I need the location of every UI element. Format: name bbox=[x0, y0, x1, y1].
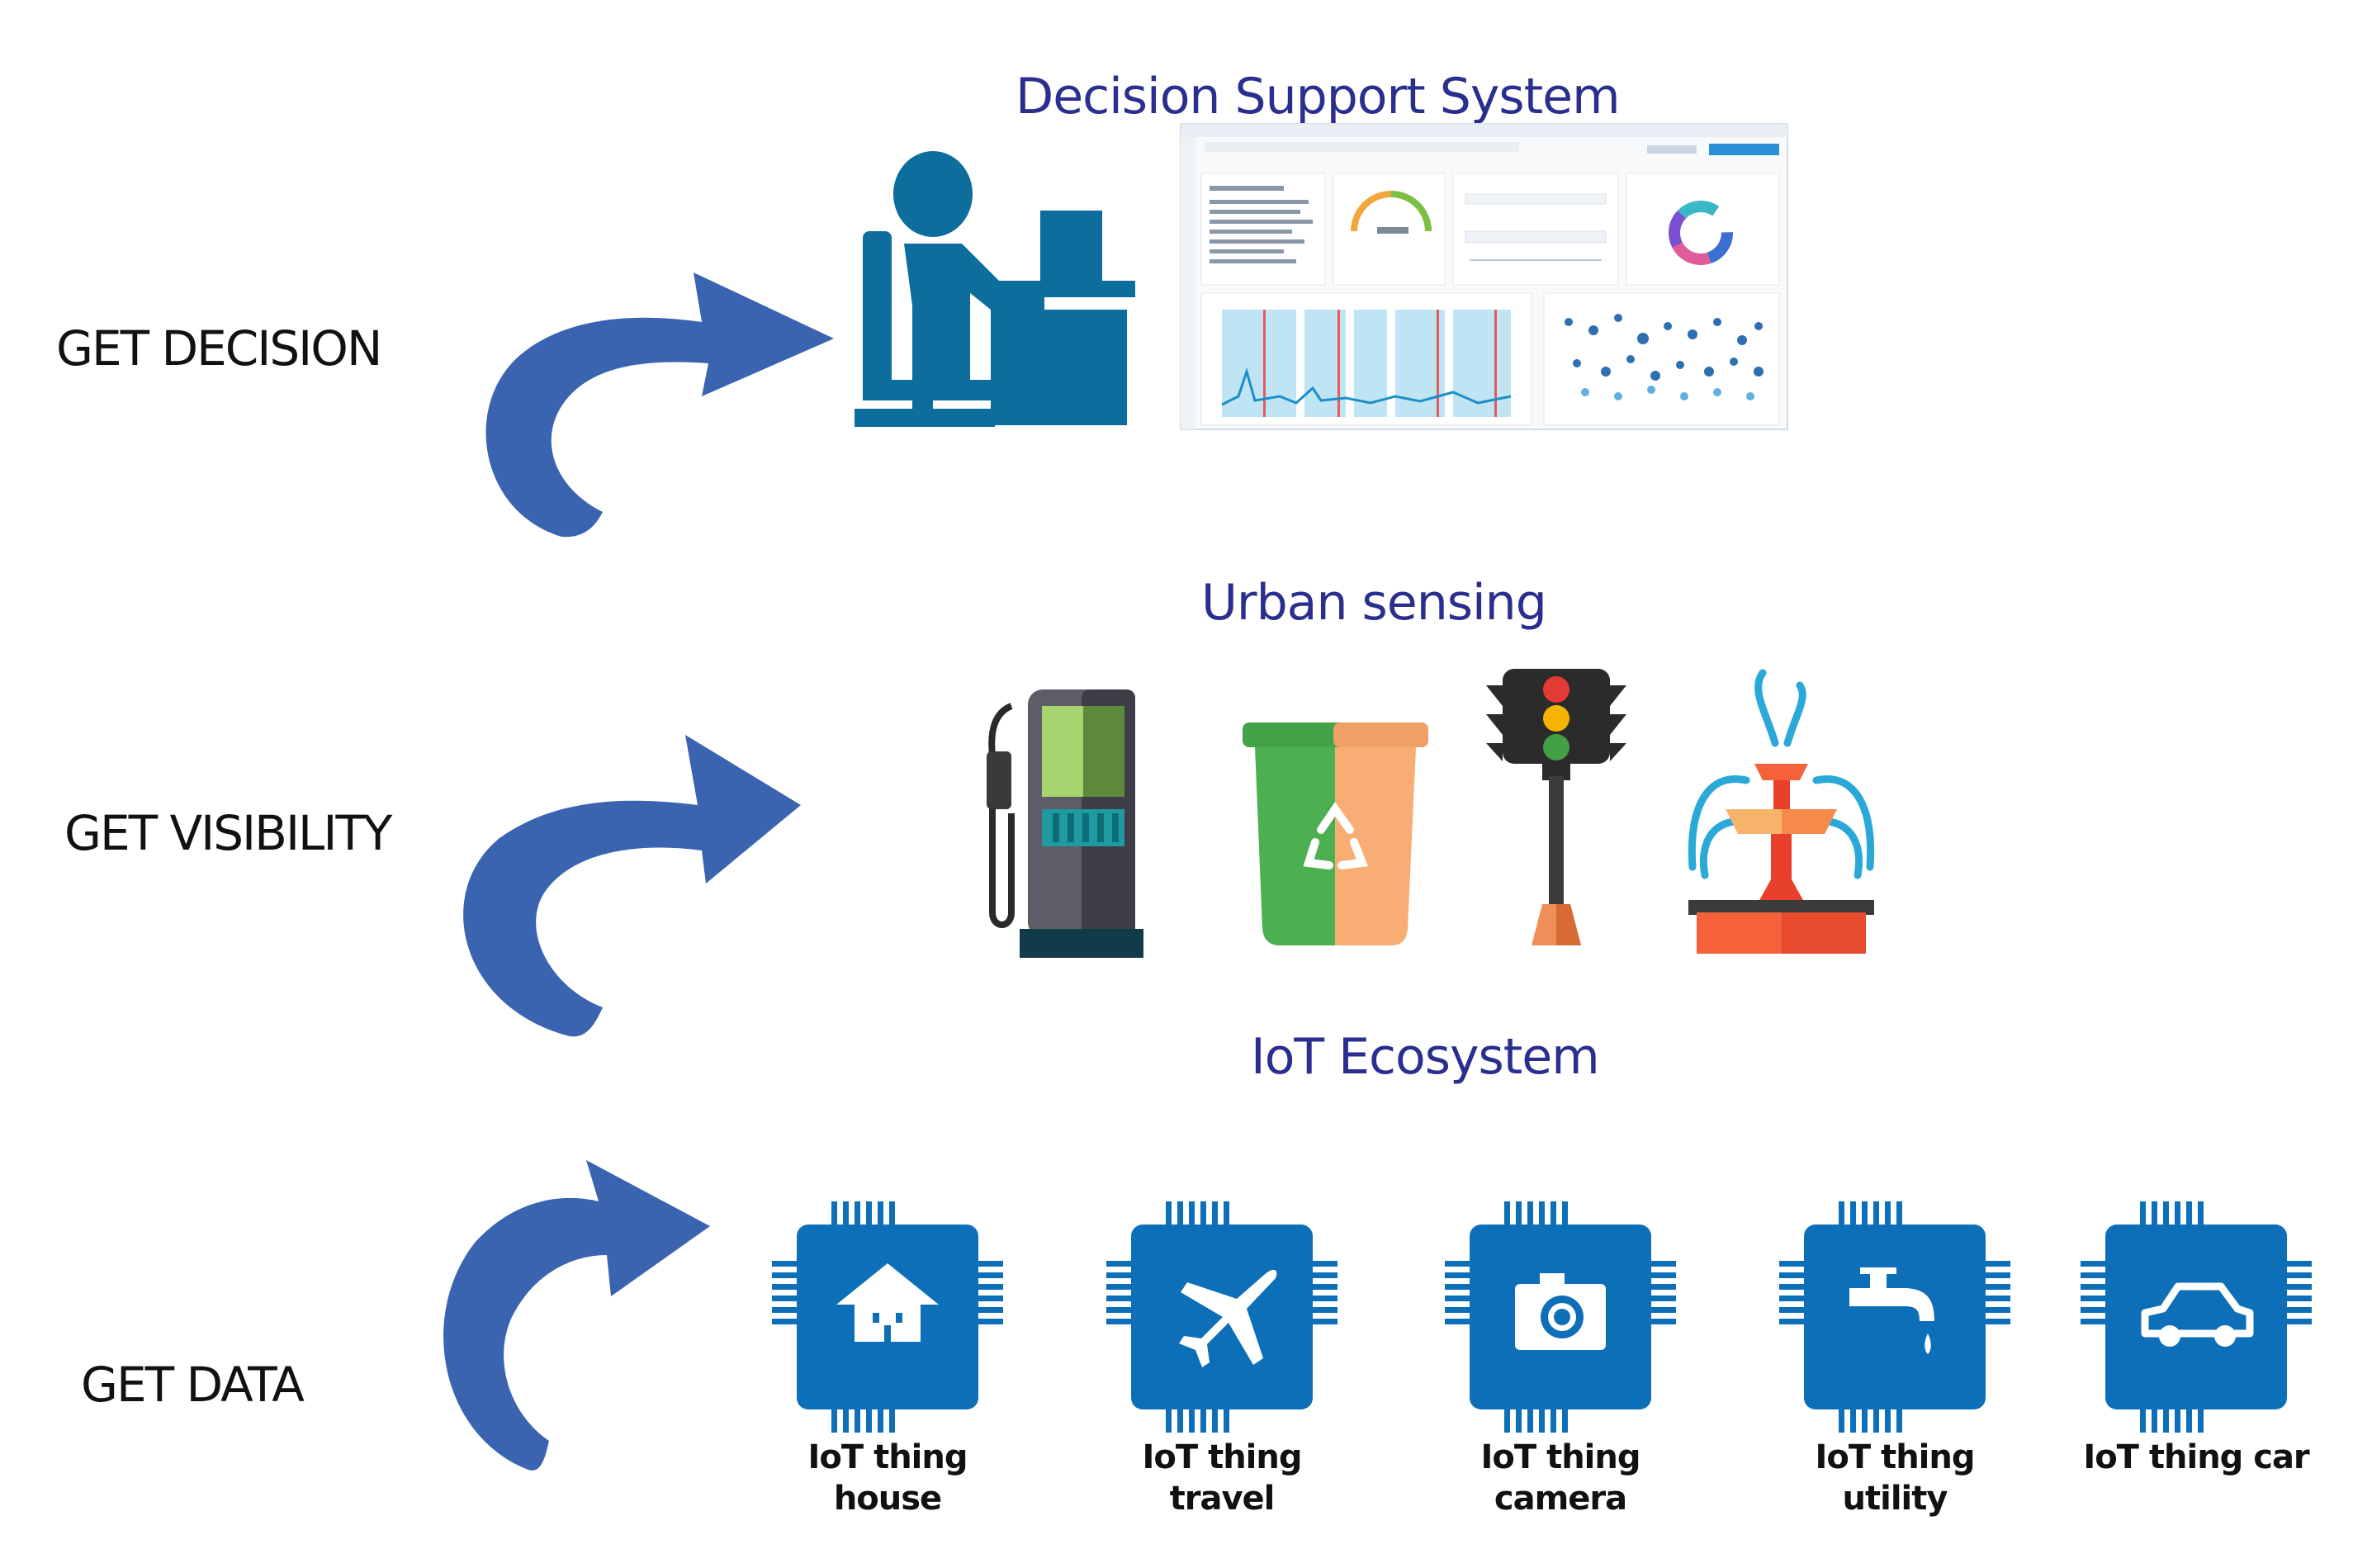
iot-thing-label: IoT thing travel bbox=[1106, 1437, 1337, 1519]
iot-thing-label-line1: IoT thing bbox=[807, 1438, 968, 1476]
airplane-icon bbox=[1106, 1201, 1337, 1433]
iot-thing-label-line1: IoT thing bbox=[1815, 1438, 1976, 1476]
iot-thing-label-line2: travel bbox=[1169, 1480, 1276, 1518]
camera-icon bbox=[1445, 1201, 1676, 1433]
iot-thing-label: IoT thing car bbox=[2064, 1437, 2328, 1478]
iot-thing-label-line2: camera bbox=[1494, 1480, 1627, 1518]
fuel-pump-icon bbox=[987, 689, 1143, 958]
faucet-icon bbox=[1779, 1201, 2010, 1433]
section-title-iot: IoT Ecosystem bbox=[1251, 1028, 1600, 1086]
iot-thing-label: IoT thing utility bbox=[1779, 1437, 2010, 1519]
iot-thing-label-line1: IoT thing bbox=[1480, 1438, 1641, 1476]
stage-label-data: GET DATA bbox=[81, 1357, 305, 1413]
curved-arrow-data bbox=[443, 1160, 710, 1471]
car-icon bbox=[2081, 1201, 2312, 1433]
curved-arrow-decision bbox=[485, 272, 834, 538]
stage-label-decision: GET DECISION bbox=[56, 320, 382, 377]
section-title-urban: Urban sensing bbox=[1201, 574, 1547, 632]
house-icon bbox=[772, 1201, 1003, 1433]
dashboard-screenshot bbox=[1180, 123, 1788, 430]
iot-thing-travel: IoT thing travel bbox=[1106, 1201, 1337, 1518]
iot-thing-label: IoT thing house bbox=[772, 1437, 1003, 1519]
iot-thing-car: IoT thing car bbox=[2081, 1201, 2312, 1476]
iot-thing-house: IoT thing house bbox=[772, 1201, 1003, 1518]
iot-thing-label-line2: utility bbox=[1842, 1480, 1948, 1518]
iot-thing-label-line2: house bbox=[833, 1480, 942, 1518]
person-at-desk-icon bbox=[855, 151, 1135, 427]
section-title-dss: Decision Support System bbox=[1016, 68, 1621, 126]
curved-arrow-visibility bbox=[463, 735, 801, 1037]
iot-thing-utility: IoT thing utility bbox=[1779, 1201, 2010, 1518]
traffic-light-icon bbox=[1486, 669, 1626, 945]
stage-label-visibility: GET VISIBILITY bbox=[64, 805, 392, 861]
iot-thing-camera: IoT thing camera bbox=[1445, 1201, 1676, 1518]
iot-thing-label: IoT thing camera bbox=[1445, 1437, 1676, 1519]
fountain-icon bbox=[1688, 669, 1875, 954]
iot-thing-label-line1: IoT thing car bbox=[2083, 1438, 2309, 1476]
iot-thing-label-line1: IoT thing bbox=[1142, 1438, 1303, 1476]
recycle-bin-icon bbox=[1243, 722, 1428, 945]
